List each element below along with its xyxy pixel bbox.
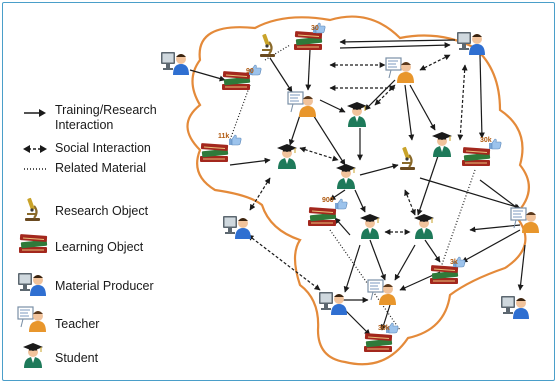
microscope-icon	[23, 196, 42, 222]
dotted-line-icon	[24, 168, 46, 170]
student-icon	[22, 342, 44, 369]
training-research-interactions	[189, 38, 526, 336]
related-material-links	[229, 44, 476, 331]
like-count: 11k	[218, 133, 229, 140]
legend-student-label: Student	[55, 351, 99, 365]
like-count: 30	[311, 25, 319, 32]
like-count: 30k	[378, 325, 390, 332]
dashed-double-arrow-icon	[23, 145, 47, 153]
teacher-icon	[17, 306, 47, 333]
legend-research-label: Research Object	[55, 204, 149, 218]
like-count: 3k	[450, 259, 458, 266]
like-count: 900	[322, 197, 334, 204]
like-count: 30k	[480, 137, 492, 144]
like-count: 90	[246, 68, 254, 75]
legend-related-label: Related Material	[55, 161, 147, 175]
legend-teacher-label: Teacher	[55, 317, 100, 331]
solid-arrow-icon	[24, 109, 46, 117]
producer-icon	[18, 273, 46, 296]
community-outline	[186, 15, 530, 366]
legend-producer-label: Material Producer	[55, 279, 154, 293]
books-icon	[18, 233, 48, 254]
legend-interaction-label-1: Training/Research	[55, 103, 157, 117]
legend-social-label: Social Interaction	[55, 141, 151, 155]
legend-interaction-label-2: Interaction	[55, 118, 114, 132]
legend-learning-label: Learning Object	[55, 240, 144, 254]
network-nodes: 30 90 11k 30k 900	[161, 22, 540, 353]
social-interactions	[247, 54, 468, 291]
